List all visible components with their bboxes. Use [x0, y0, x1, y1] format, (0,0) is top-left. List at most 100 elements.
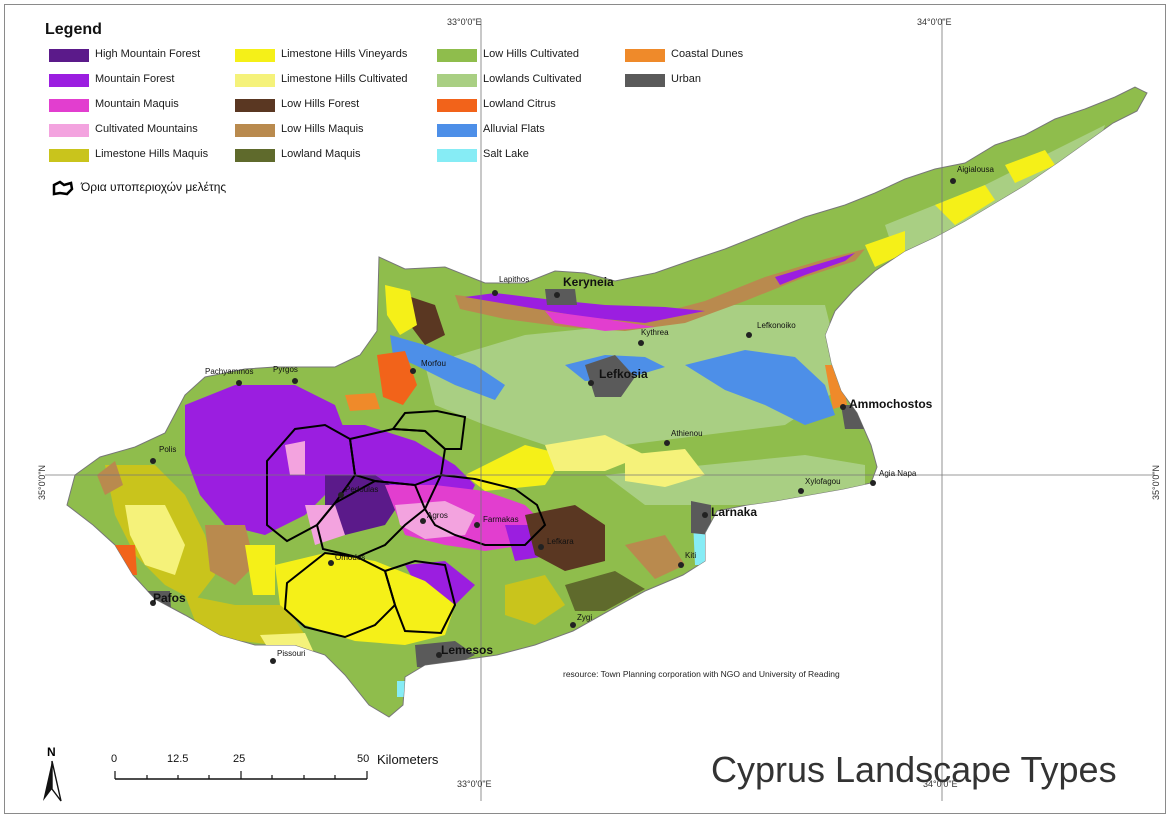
legend-label: Salt Lake	[483, 148, 529, 160]
zone-mountain-forest	[775, 253, 855, 285]
coord-label-bottom-33e: 33°0'0"E	[457, 779, 492, 789]
place-polis: Polis	[159, 445, 177, 454]
legend-label: Lowland Citrus	[483, 98, 556, 110]
zone-urban	[585, 355, 635, 397]
zone-alluvial-flats	[390, 335, 505, 400]
zone-low-hills-maquis	[97, 461, 123, 495]
legend-label: Lowland Maquis	[281, 148, 361, 160]
legend-swatch	[49, 74, 89, 87]
legend-label: Limestone Hills Maquis	[95, 148, 209, 160]
place-zygi: Zygi	[577, 613, 593, 622]
legend-label: Mountain Maquis	[95, 98, 179, 110]
place-omodos: Omodos	[335, 553, 366, 562]
legend-label: Limestone Hills Vineyards	[281, 48, 408, 60]
cyprus-map	[45, 19, 1155, 801]
map-title: Cyprus Landscape Types	[711, 749, 1117, 790]
coord-label-top-33e: 33°0'0"E	[447, 17, 482, 27]
zone-limestone-hills-vineyards	[465, 445, 565, 491]
scale-bar: 0 12.5 25 50 Kilometers	[105, 752, 505, 793]
zone-limestone-hills-vineyards	[385, 285, 417, 335]
scale-label-25: 25	[233, 753, 246, 765]
legend-label: Low Hills Cultivated	[483, 48, 579, 60]
legend-boundary-label: Όρια υποπεριοχών μελέτης	[81, 180, 227, 194]
place-larnaka: Larnaka	[711, 505, 758, 519]
legend-swatch	[625, 49, 665, 62]
zone-limestone-hills-cultivated	[545, 435, 645, 471]
legend-swatch	[437, 149, 477, 162]
place-lefkonoiko: Lefkonoiko	[757, 321, 796, 330]
boundary-outline-icon	[52, 180, 74, 196]
zone-limestone-hills-vineyards	[865, 231, 905, 267]
place-ammochostos: Ammochostos	[849, 397, 933, 411]
legend-swatch	[235, 74, 275, 87]
north-label: N	[47, 745, 56, 759]
scale-label-0: 0	[111, 753, 118, 765]
subarea-boundary	[391, 409, 467, 450]
legend-swatch	[235, 149, 275, 162]
city-markers	[150, 178, 956, 664]
zone-lowland-citrus	[115, 545, 137, 575]
scale-label-50: 50	[357, 753, 370, 765]
zone-urban	[545, 289, 577, 305]
graticule-lines	[45, 19, 1155, 801]
subarea-boundary	[423, 473, 547, 546]
zone-cultivated-mountains	[395, 501, 475, 539]
place-athienou: Athienou	[671, 429, 703, 438]
legend-label: High Mountain Forest	[95, 48, 201, 60]
coord-label-left-35n: 35°0'0"N	[37, 464, 47, 500]
legend-label: Coastal Dunes	[671, 48, 744, 60]
legend-swatch	[437, 99, 477, 112]
legend-swatch	[235, 49, 275, 62]
zone-urban	[691, 501, 711, 535]
legend-label: Alluvial Flats	[483, 123, 545, 135]
legend-swatch	[437, 49, 477, 62]
place-agia-napa: Agia Napa	[879, 469, 917, 478]
zone-cultivated-mountains	[285, 441, 305, 475]
scale-bar-ruler	[114, 771, 368, 780]
zone-coastal-dunes	[345, 393, 380, 411]
coord-label-top-34e: 34°0'0"E	[917, 17, 952, 27]
zone-low-hills-forest	[405, 295, 445, 345]
legend-label: Low Hills Forest	[281, 98, 360, 110]
legend-swatch	[437, 124, 477, 137]
zone-lowland-citrus	[377, 351, 417, 405]
place-lemesos: Lemesos	[441, 643, 494, 657]
place-pachyammos: Pachyammos	[205, 367, 254, 376]
place-kiti: Kiti	[685, 551, 697, 560]
legend-swatch	[49, 99, 89, 112]
place-farmakas: Farmakas	[483, 515, 519, 524]
zone-limestone-hills-vineyards	[935, 185, 995, 225]
zone-low-hills-maquis	[625, 535, 685, 579]
zone-lowland-maquis	[565, 571, 645, 611]
subarea-boundary	[315, 479, 427, 559]
legend-swatch	[437, 74, 477, 87]
legend-swatch	[235, 99, 275, 112]
zone-limestone-hills-vineyards	[245, 545, 275, 595]
legend-label: Cultivated Mountains	[95, 123, 198, 135]
zone-limestone-hills-cultivated	[625, 449, 705, 487]
scale-unit: Kilometers	[377, 752, 439, 767]
subarea-boundary	[266, 423, 357, 543]
legend-swatch	[49, 149, 89, 162]
zone-low-hills-maquis	[205, 525, 255, 585]
zone-limestone-hills-vineyards	[1005, 150, 1055, 183]
legend-swatch	[49, 49, 89, 62]
place-keryneia: Keryneia	[563, 275, 614, 289]
zone-mountain-forest	[465, 293, 705, 323]
legend-label: Low Hills Maquis	[281, 123, 364, 135]
legend-swatch	[625, 74, 665, 87]
place-lefkara: Lefkara	[547, 537, 574, 546]
north-arrow-icon	[43, 760, 62, 802]
legend-label: Limestone Hills Cultivated	[281, 73, 408, 85]
coord-label-right-35n: 35°0'0"N	[1151, 464, 1161, 500]
zone-limestone-hills-maquis	[505, 575, 565, 625]
legend-title: Legend	[45, 21, 102, 38]
legend-swatch	[235, 124, 275, 137]
place-pyrgos: Pyrgos	[273, 365, 298, 374]
zone-limestone-hills-vineyards	[275, 553, 455, 645]
place-xylofagou: Xylofagou	[805, 477, 841, 486]
zone-alluvial-flats	[685, 350, 835, 425]
legend-label: Lowlands Cultivated	[483, 73, 582, 85]
place-aigialousa: Aigialousa	[957, 165, 994, 174]
